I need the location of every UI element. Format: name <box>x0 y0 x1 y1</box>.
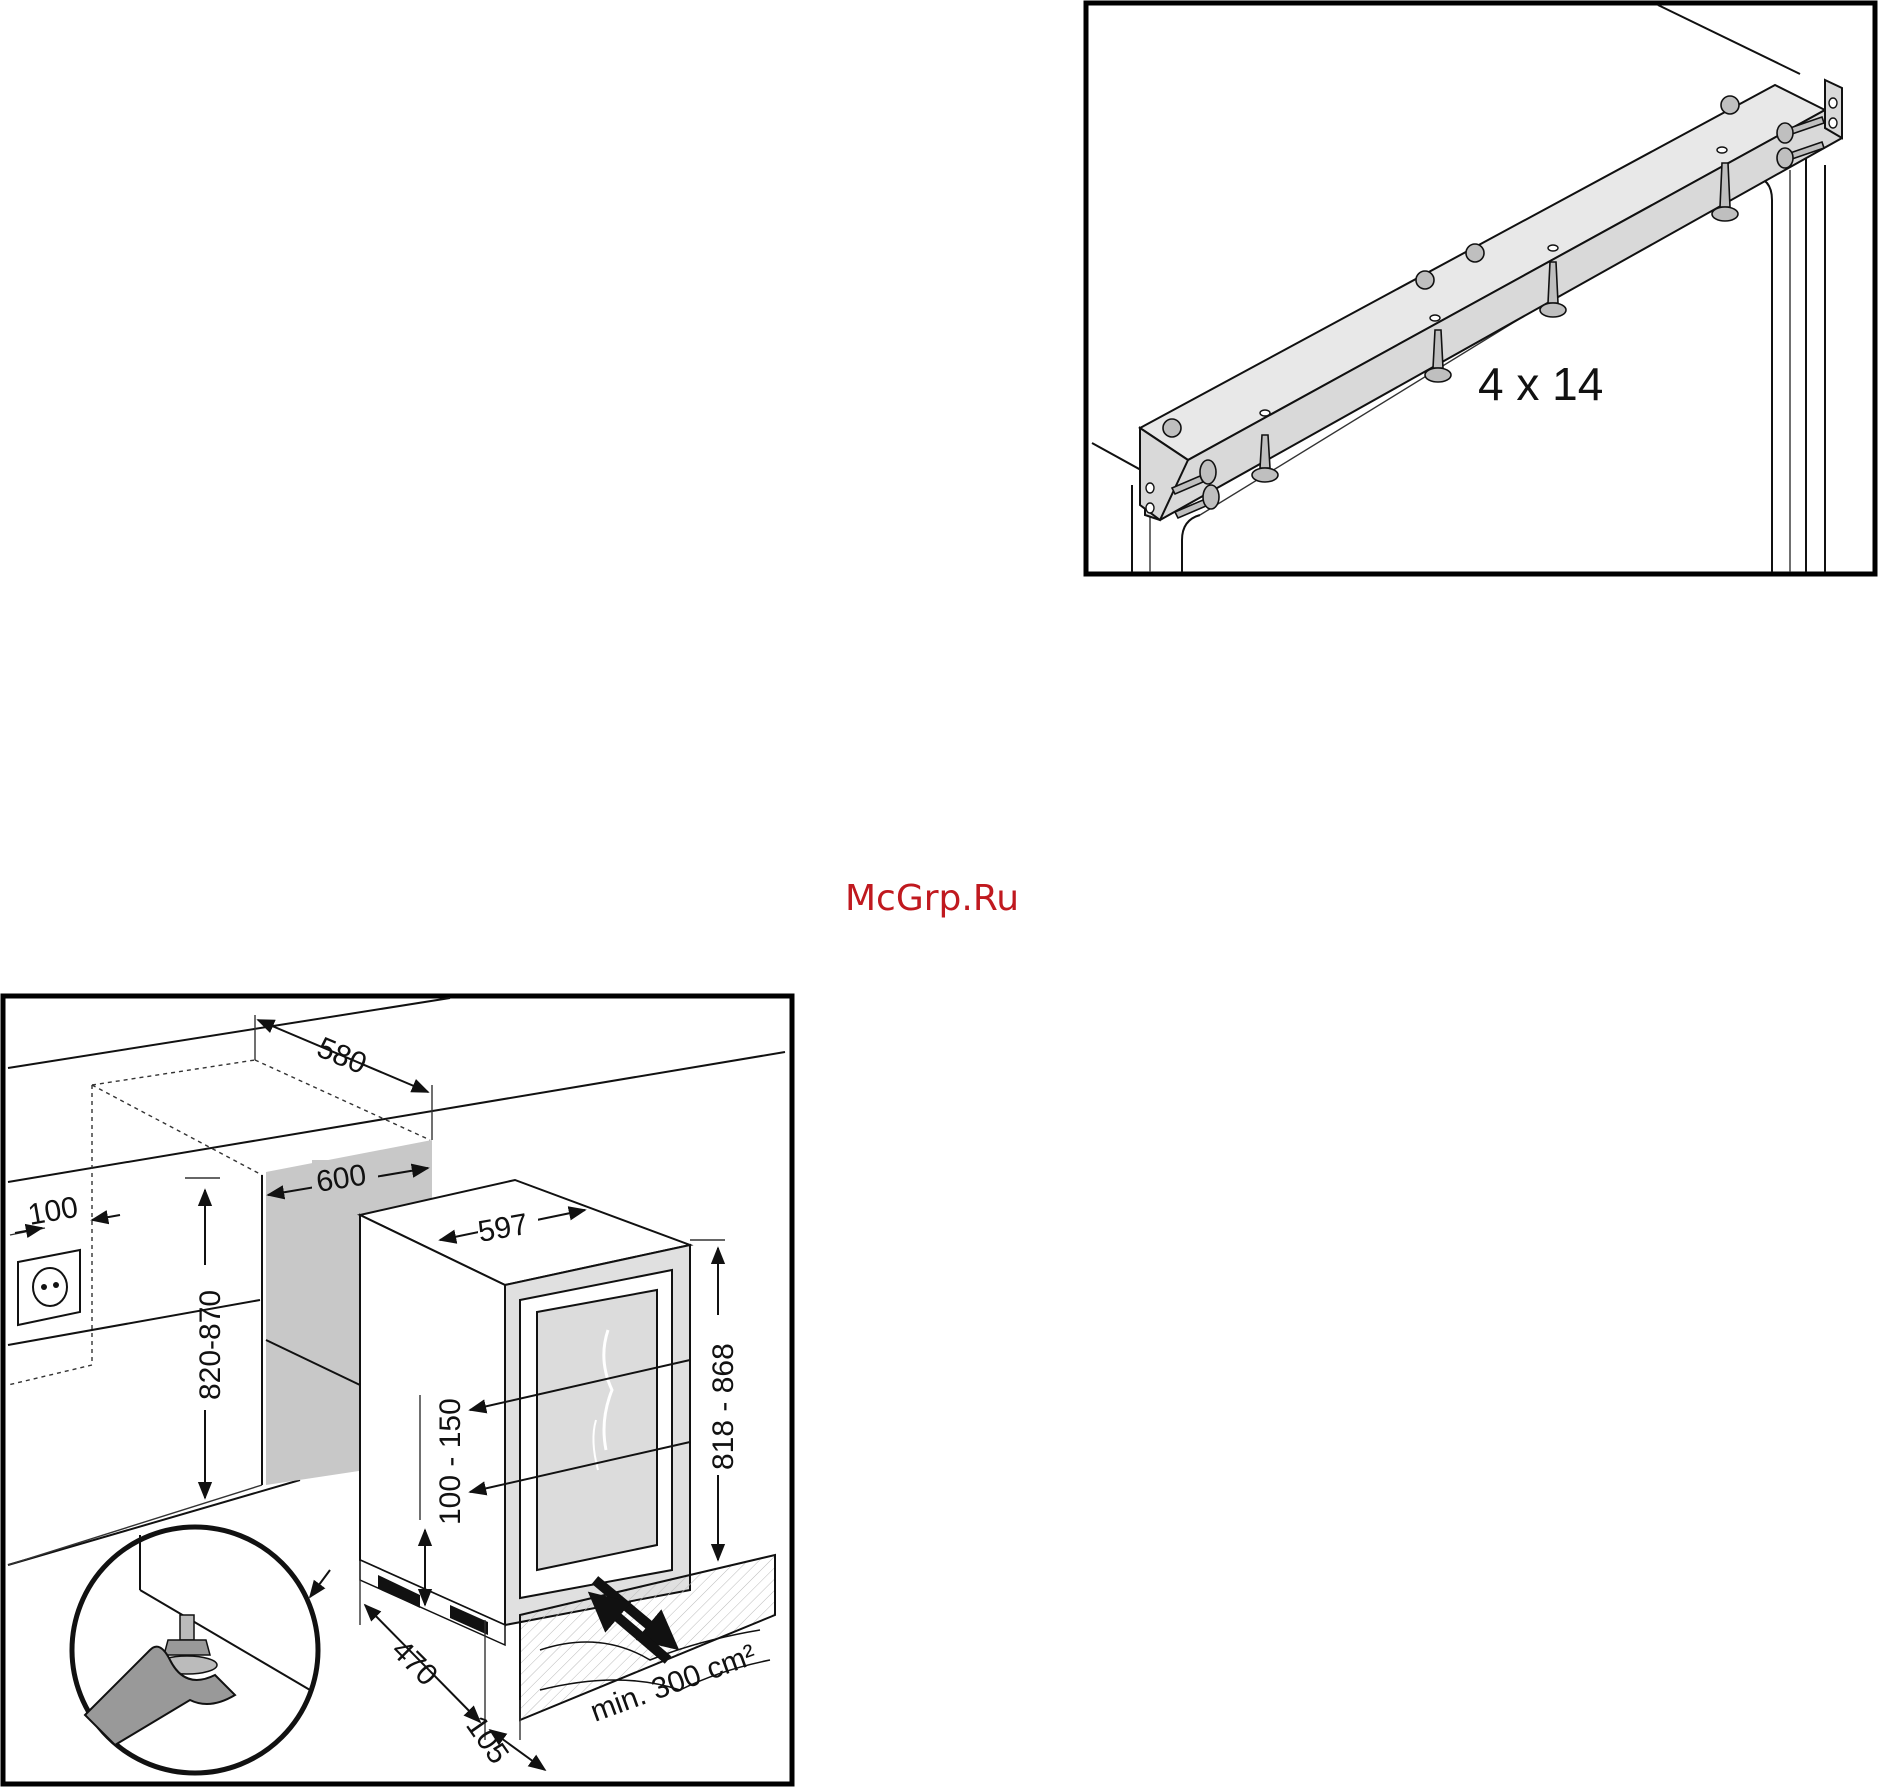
power-socket-icon <box>18 1250 80 1325</box>
glass-door <box>537 1290 657 1570</box>
rail-screw-icon <box>1466 244 1484 262</box>
rail-screw-icon <box>1163 419 1181 437</box>
svg-text:820-870: 820-870 <box>194 1290 227 1400</box>
bracket-mounting-panel: 4 x 14 <box>1086 3 1875 574</box>
svg-text:818 - 868: 818 - 868 <box>707 1343 740 1470</box>
installation-panel: 580 600 100 820-870 <box>3 996 792 1784</box>
watermark: McGrp.Ru <box>845 878 1019 919</box>
svg-text:100 - 150: 100 - 150 <box>434 1398 467 1525</box>
rail-screw-icon <box>1416 271 1434 289</box>
rail-screw-icon <box>1721 96 1739 114</box>
wine-cooler-appliance <box>360 1180 690 1645</box>
screw-size-label: 4 x 14 <box>1478 358 1603 410</box>
